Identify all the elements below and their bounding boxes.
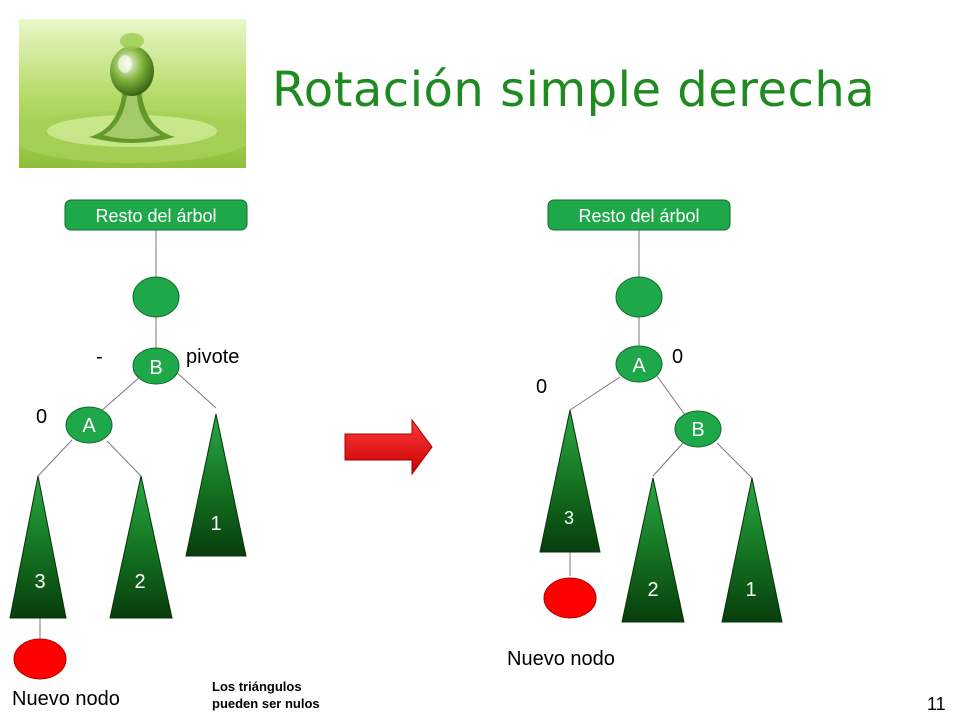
water-drop-logo bbox=[19, 19, 246, 168]
left-node-a-label: A bbox=[82, 415, 96, 437]
right-triangle-2 bbox=[621, 477, 685, 623]
right-node-b bbox=[674, 410, 722, 448]
left-triangle-2-label: 2 bbox=[134, 571, 145, 593]
right-node-a-label: A bbox=[632, 355, 646, 377]
left-triangle-3-label: 3 bbox=[34, 571, 45, 593]
right-header-box bbox=[547, 199, 731, 231]
footnote: Los triángulos pueden ser nulos bbox=[212, 678, 362, 712]
right-new-node-label: Nuevo nodo bbox=[507, 648, 615, 670]
transition-arrow bbox=[344, 418, 433, 476]
right-tree-edges bbox=[569, 230, 753, 576]
page-number: 11 bbox=[927, 694, 946, 714]
footnote-line-1: Los triángulos bbox=[212, 679, 302, 694]
right-header-label: Resto del árbol bbox=[578, 206, 699, 226]
left-pivot-label: pivote bbox=[186, 346, 240, 368]
right-triangle-1 bbox=[721, 477, 783, 623]
left-tree-edges bbox=[37, 230, 217, 640]
right-balance-a: 0 bbox=[672, 346, 684, 368]
left-triangle-3 bbox=[9, 475, 67, 619]
edge-b-a bbox=[99, 375, 142, 413]
left-root-node bbox=[132, 276, 180, 318]
left-triangle-1 bbox=[185, 413, 247, 557]
edge-a-tri3-r bbox=[569, 376, 621, 411]
right-balance-left: 0 bbox=[536, 376, 548, 398]
left-triangle-1-label: 1 bbox=[210, 513, 221, 535]
edge-a-tri3 bbox=[37, 439, 73, 477]
left-balance-b: - bbox=[96, 346, 103, 368]
edge-b-tri2-r bbox=[652, 442, 684, 477]
edge-a-tri2 bbox=[106, 440, 142, 477]
left-balance-a: 0 bbox=[36, 406, 48, 428]
edge-b-tri1 bbox=[174, 370, 217, 409]
left-header-label: Resto del árbol bbox=[95, 206, 216, 226]
right-triangle-3 bbox=[539, 409, 601, 553]
right-node-b-label: B bbox=[691, 419, 704, 441]
edge-a-b-r bbox=[656, 375, 686, 416]
slide-title: Rotación simple derecha bbox=[272, 62, 876, 118]
right-node-a bbox=[615, 345, 663, 383]
right-triangle-3-label: 3 bbox=[564, 508, 574, 528]
left-header-box bbox=[64, 199, 248, 231]
left-new-node bbox=[13, 638, 67, 680]
left-node-b-label: B bbox=[149, 357, 162, 379]
left-new-node-label: Nuevo nodo bbox=[12, 688, 120, 710]
footnote-line-2: pueden ser nulos bbox=[212, 696, 320, 711]
edge-b-tri1-r bbox=[716, 442, 753, 479]
left-node-a bbox=[65, 406, 113, 444]
left-triangle-2 bbox=[109, 475, 173, 619]
left-node-b bbox=[132, 347, 180, 385]
right-new-node bbox=[543, 577, 597, 619]
right-triangle-2-label: 2 bbox=[647, 579, 658, 601]
right-triangle-1-label: 1 bbox=[745, 579, 756, 601]
right-root-node bbox=[615, 276, 663, 318]
